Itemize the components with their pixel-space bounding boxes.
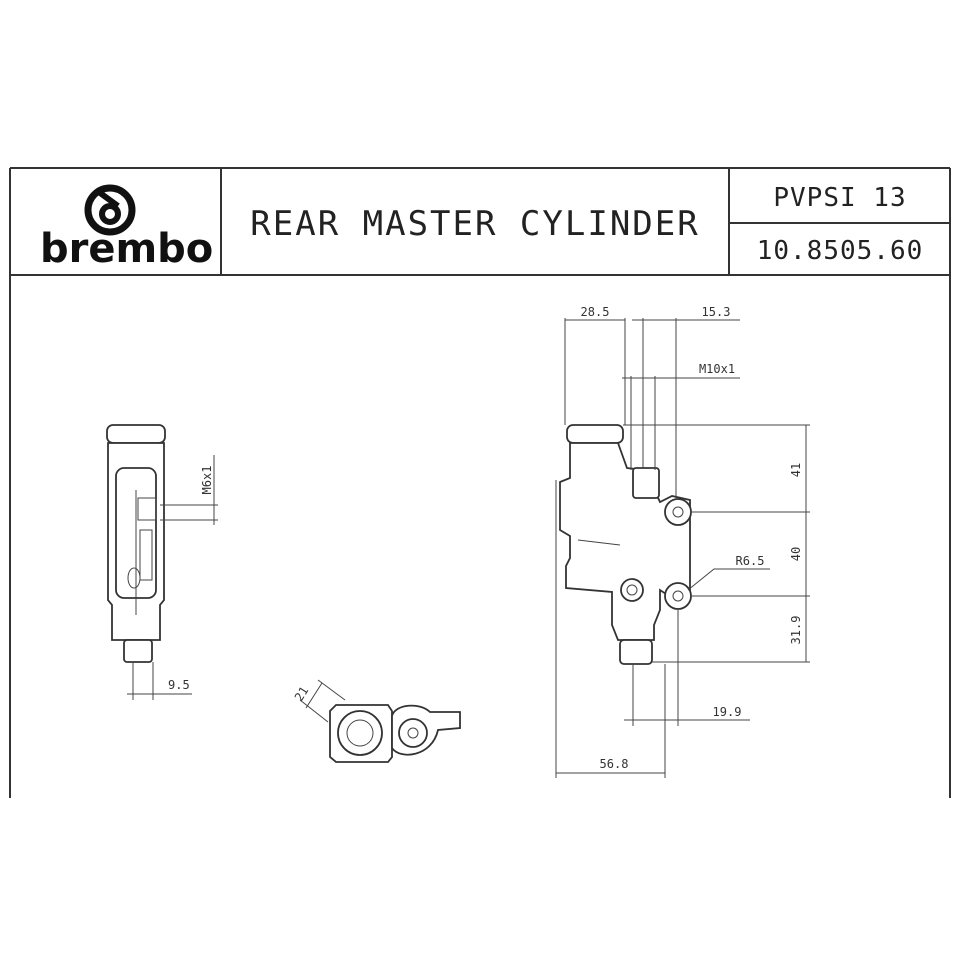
- side-view-cap: [106, 424, 166, 444]
- d21-dim-line: [305, 682, 323, 709]
- part-number: 10.8505.60: [757, 236, 924, 266]
- front-view-outlet: [619, 639, 653, 665]
- brembo-emblem-icon: [620, 578, 644, 602]
- d21-ext-line-1: [317, 679, 346, 701]
- brand-logo-text: brembo: [40, 226, 213, 272]
- front-view-top-lug-hole: [672, 506, 684, 518]
- front-view-cap: [566, 424, 624, 444]
- side-view-hole: [127, 567, 141, 589]
- side-view: M6x1 9.5: [106, 424, 218, 700]
- dim-m10x1: M10x1: [699, 362, 735, 376]
- plan-view-mount-ring: [398, 718, 428, 748]
- d21-ext-line-2: [299, 699, 329, 723]
- drawing-title: REAR MASTER CYLINDER: [250, 204, 699, 244]
- model-code: PVPSI 13: [773, 183, 906, 213]
- dim-28-5: 28.5: [581, 305, 610, 319]
- dim-31-9: 31.9: [789, 616, 803, 645]
- dim-56-8: 56.8: [600, 757, 629, 771]
- side-view-port: [137, 497, 157, 521]
- front-view-parting-line: [577, 539, 621, 546]
- brembo-emblem-inner: [626, 584, 638, 596]
- plan-view: 21: [292, 679, 461, 763]
- front-view-body: [559, 442, 691, 641]
- plan-view-inner-circle: [346, 719, 374, 747]
- title-block: brembo REAR MASTER CYLINDER PVPSI 13 10.…: [9, 167, 951, 798]
- front-view-fitting: [632, 467, 660, 499]
- brembo-logo-icon: [84, 184, 136, 236]
- front-view-bottom-lug-hole: [672, 590, 684, 602]
- side-view-slot: [139, 529, 153, 581]
- front-view-top-lug: [664, 498, 692, 526]
- side-view-outlet: [123, 639, 153, 663]
- dim-19-9: 19.9: [713, 705, 742, 719]
- dim-21: 21: [292, 684, 312, 704]
- r65-leader: [687, 568, 770, 591]
- plan-view-mount-hole: [407, 727, 419, 739]
- dim-r6-5: R6.5: [736, 554, 765, 568]
- dim-m6x1: M6x1: [200, 466, 214, 495]
- dim-15-3: 15.3: [702, 305, 731, 319]
- front-view: 28.5 15.3 M10x1 41 40 31.9 R6.5 19.9 56.…: [555, 305, 810, 778]
- plan-view-main-circle: [337, 710, 383, 756]
- dim-40: 40: [789, 547, 803, 561]
- front-view-bottom-lug: [664, 582, 692, 610]
- dim-9-5: 9.5: [168, 678, 190, 692]
- dim-41: 41: [789, 463, 803, 477]
